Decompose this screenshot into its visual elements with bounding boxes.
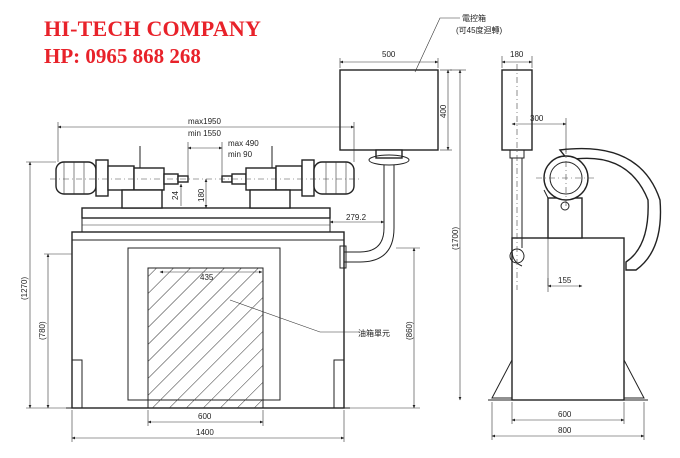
control-box-arm-inner bbox=[344, 165, 395, 263]
dim-max-stroke: max1950 bbox=[188, 117, 221, 126]
right-motor bbox=[313, 161, 355, 195]
side-base-left-skirt bbox=[491, 359, 513, 399]
dim-total-height-front: (1270) bbox=[20, 277, 29, 300]
side-head-bridge bbox=[543, 189, 549, 199]
left-motor bbox=[55, 161, 97, 195]
right-gearbox bbox=[275, 165, 303, 191]
side-column bbox=[547, 197, 583, 239]
left-gearbox bbox=[107, 165, 135, 191]
side-view bbox=[488, 64, 662, 401]
front-right-foot bbox=[333, 359, 345, 408]
right-motor-flange bbox=[301, 159, 315, 197]
left-head-saddle bbox=[121, 189, 163, 209]
dim-box-height: 400 bbox=[439, 104, 448, 118]
dim-side-inner-width: 600 bbox=[558, 410, 572, 419]
side-base-body bbox=[511, 237, 625, 401]
dim-side-small: 155 bbox=[558, 276, 572, 285]
dim-table-height: (780) bbox=[38, 321, 47, 340]
dim-side-total-width: 800 bbox=[558, 426, 572, 435]
side-bolt bbox=[560, 201, 570, 211]
front-view bbox=[50, 69, 439, 409]
oil-tank-hatch bbox=[147, 267, 264, 409]
label-oil-tank: 油箱單元 bbox=[358, 328, 390, 338]
dim-max-spacing: max 490 bbox=[228, 139, 259, 148]
dim-front-inner-width: 600 bbox=[198, 412, 212, 421]
dim-min-spacing: min 90 bbox=[228, 150, 253, 159]
dim-box-width: 500 bbox=[382, 50, 396, 59]
dim-spindle-offset: 24 bbox=[171, 191, 180, 200]
control-box-arm bbox=[344, 165, 385, 253]
side-arm bbox=[511, 158, 523, 267]
label-control-box-note: (可45度迴轉) bbox=[456, 25, 503, 35]
dim-front-total-width: 1400 bbox=[196, 428, 214, 437]
side-base-right-skirt bbox=[623, 359, 645, 399]
side-dimensions: 180 300 (1700) 155 600 800 bbox=[450, 50, 645, 440]
left-motor-flange bbox=[95, 159, 109, 197]
front-table-top bbox=[81, 207, 331, 219]
right-head-saddle bbox=[249, 189, 291, 209]
dim-center-height: 180 bbox=[197, 188, 206, 202]
arm-base-plate bbox=[339, 245, 347, 269]
dim-side-arm-width: 300 bbox=[530, 114, 544, 123]
company-name: HI-TECH COMPANY bbox=[44, 16, 262, 41]
control-box-swivel bbox=[375, 149, 403, 159]
dim-side-top-width: 180 bbox=[510, 50, 524, 59]
side-head-arc bbox=[558, 147, 662, 271]
dim-base-height: (860) bbox=[405, 321, 414, 340]
label-control-box: 電控箱 bbox=[462, 13, 486, 23]
dim-arm-offset: 279.2 bbox=[346, 213, 367, 222]
control-box-swivel-ring bbox=[368, 154, 410, 166]
front-left-foot bbox=[71, 359, 83, 408]
dim-min-stroke: min 1550 bbox=[188, 129, 221, 138]
front-dimensions: 500 400 電控箱 (可45度迴轉) max1950 min 1550 ma… bbox=[20, 13, 503, 442]
dim-tank-inner-width: 435 bbox=[200, 273, 214, 282]
company-phone: HP: 0965 868 268 bbox=[44, 44, 201, 68]
control-box bbox=[339, 69, 439, 151]
dim-total-height-side: (1700) bbox=[451, 227, 460, 250]
